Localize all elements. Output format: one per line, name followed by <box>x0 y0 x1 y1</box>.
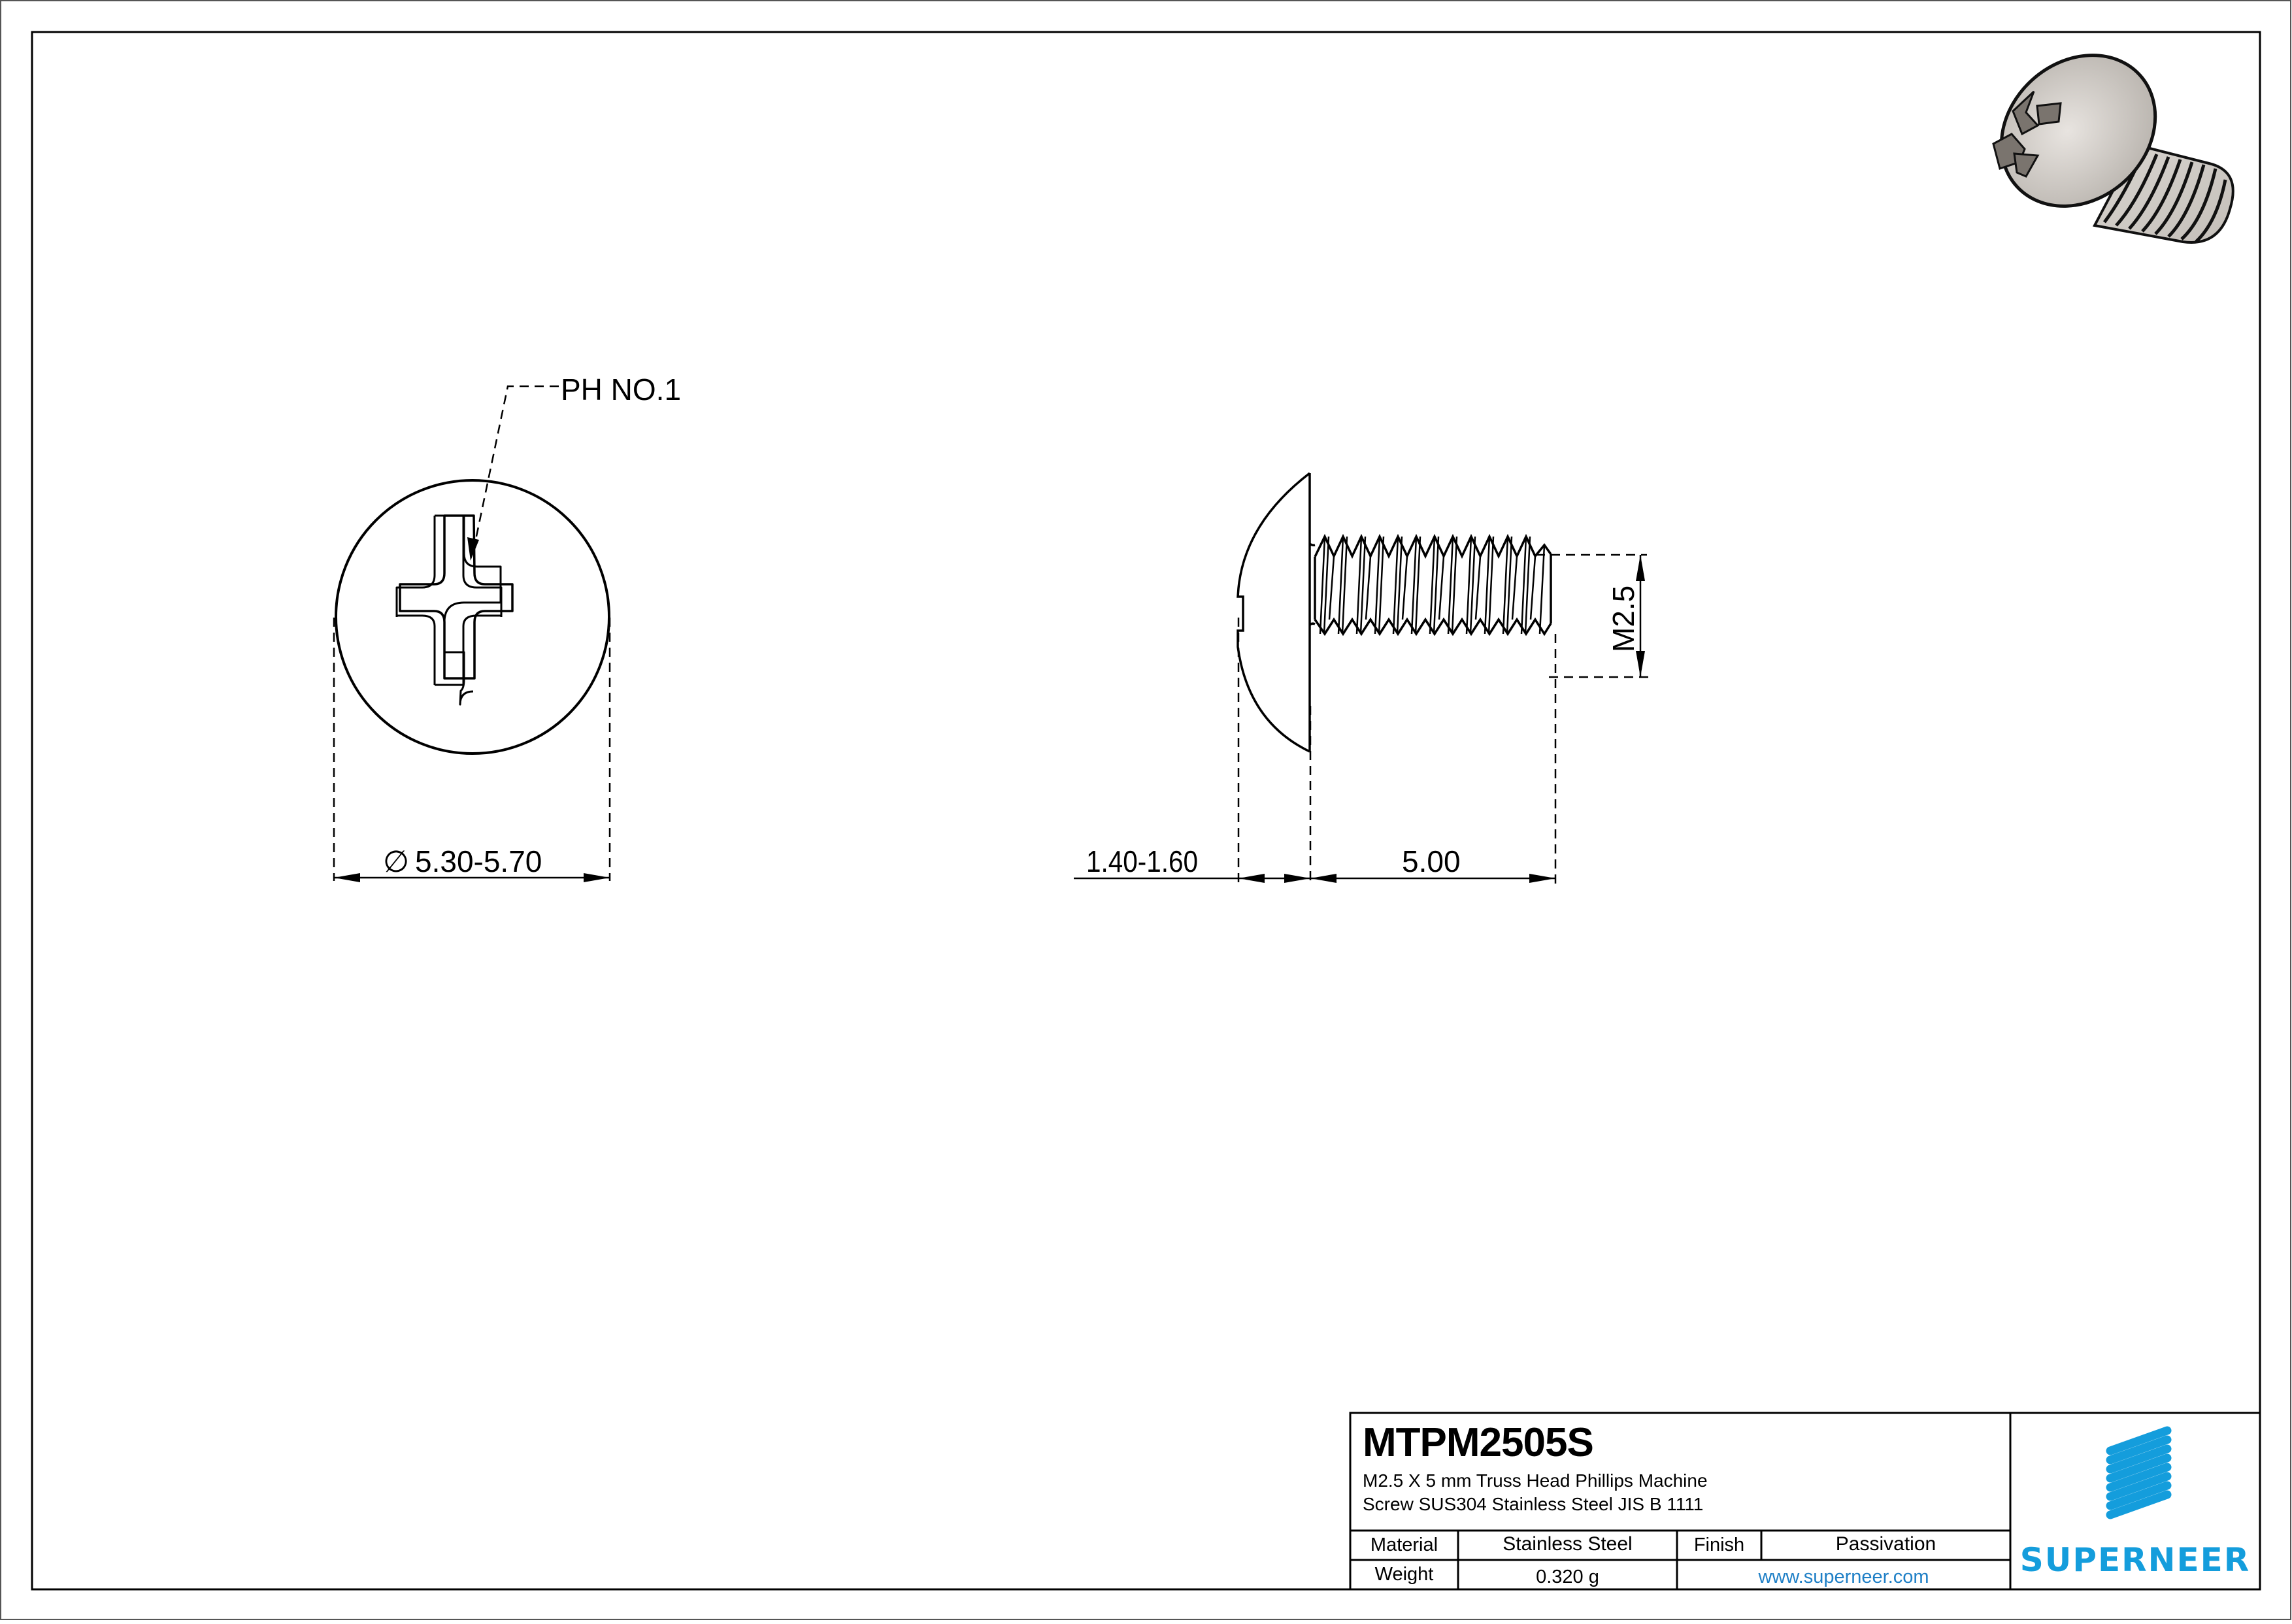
dim-thread: M2.5 <box>1606 586 1640 652</box>
recess-detail <box>399 514 514 680</box>
screw-3d-preview-icon <box>1992 54 2234 244</box>
description-line-1: M2.5 X 5 mm Truss Head Phillips Machine <box>1363 1470 1708 1491</box>
dim-head-height: 1.40-1.60 <box>1086 846 1198 879</box>
dimensions <box>333 385 1650 886</box>
weight-value: 0.320 g <box>1536 1566 1599 1587</box>
material-value: Stainless Steel <box>1503 1533 1633 1555</box>
finish-label: Finish <box>1693 1534 1745 1555</box>
head-dome <box>1237 472 1311 753</box>
side-view <box>1237 472 1552 753</box>
callout-ph-label: PH NO.1 <box>561 373 681 406</box>
thread-top <box>1314 533 1552 559</box>
phillips-cross <box>395 514 503 686</box>
material-label: Material <box>1370 1534 1438 1555</box>
brand-name: SUPERNEER <box>2019 1541 2251 1579</box>
superneer-logo-icon <box>2106 1426 2172 1519</box>
top-view <box>335 479 610 755</box>
dim-head-diameter: 5.30-5.70 <box>415 844 542 878</box>
thread-bottom <box>1314 617 1552 637</box>
dim-length: 5.00 <box>1402 844 1461 878</box>
drawing-frame <box>31 31 2261 1591</box>
part-number: MTPM2505S <box>1363 1420 1594 1465</box>
website-link[interactable]: www.superneer.com <box>1758 1566 1929 1587</box>
title-block-frame <box>1349 1412 2261 1591</box>
description-line-2: Screw SUS304 Stainless Steel JIS B 1111 <box>1363 1494 1704 1514</box>
finish-value: Passivation <box>1835 1533 1936 1555</box>
weight-label: Weight <box>1374 1564 1434 1585</box>
head-outline <box>335 479 610 755</box>
dim-head-diameter-symbol: ∅ <box>383 844 409 878</box>
